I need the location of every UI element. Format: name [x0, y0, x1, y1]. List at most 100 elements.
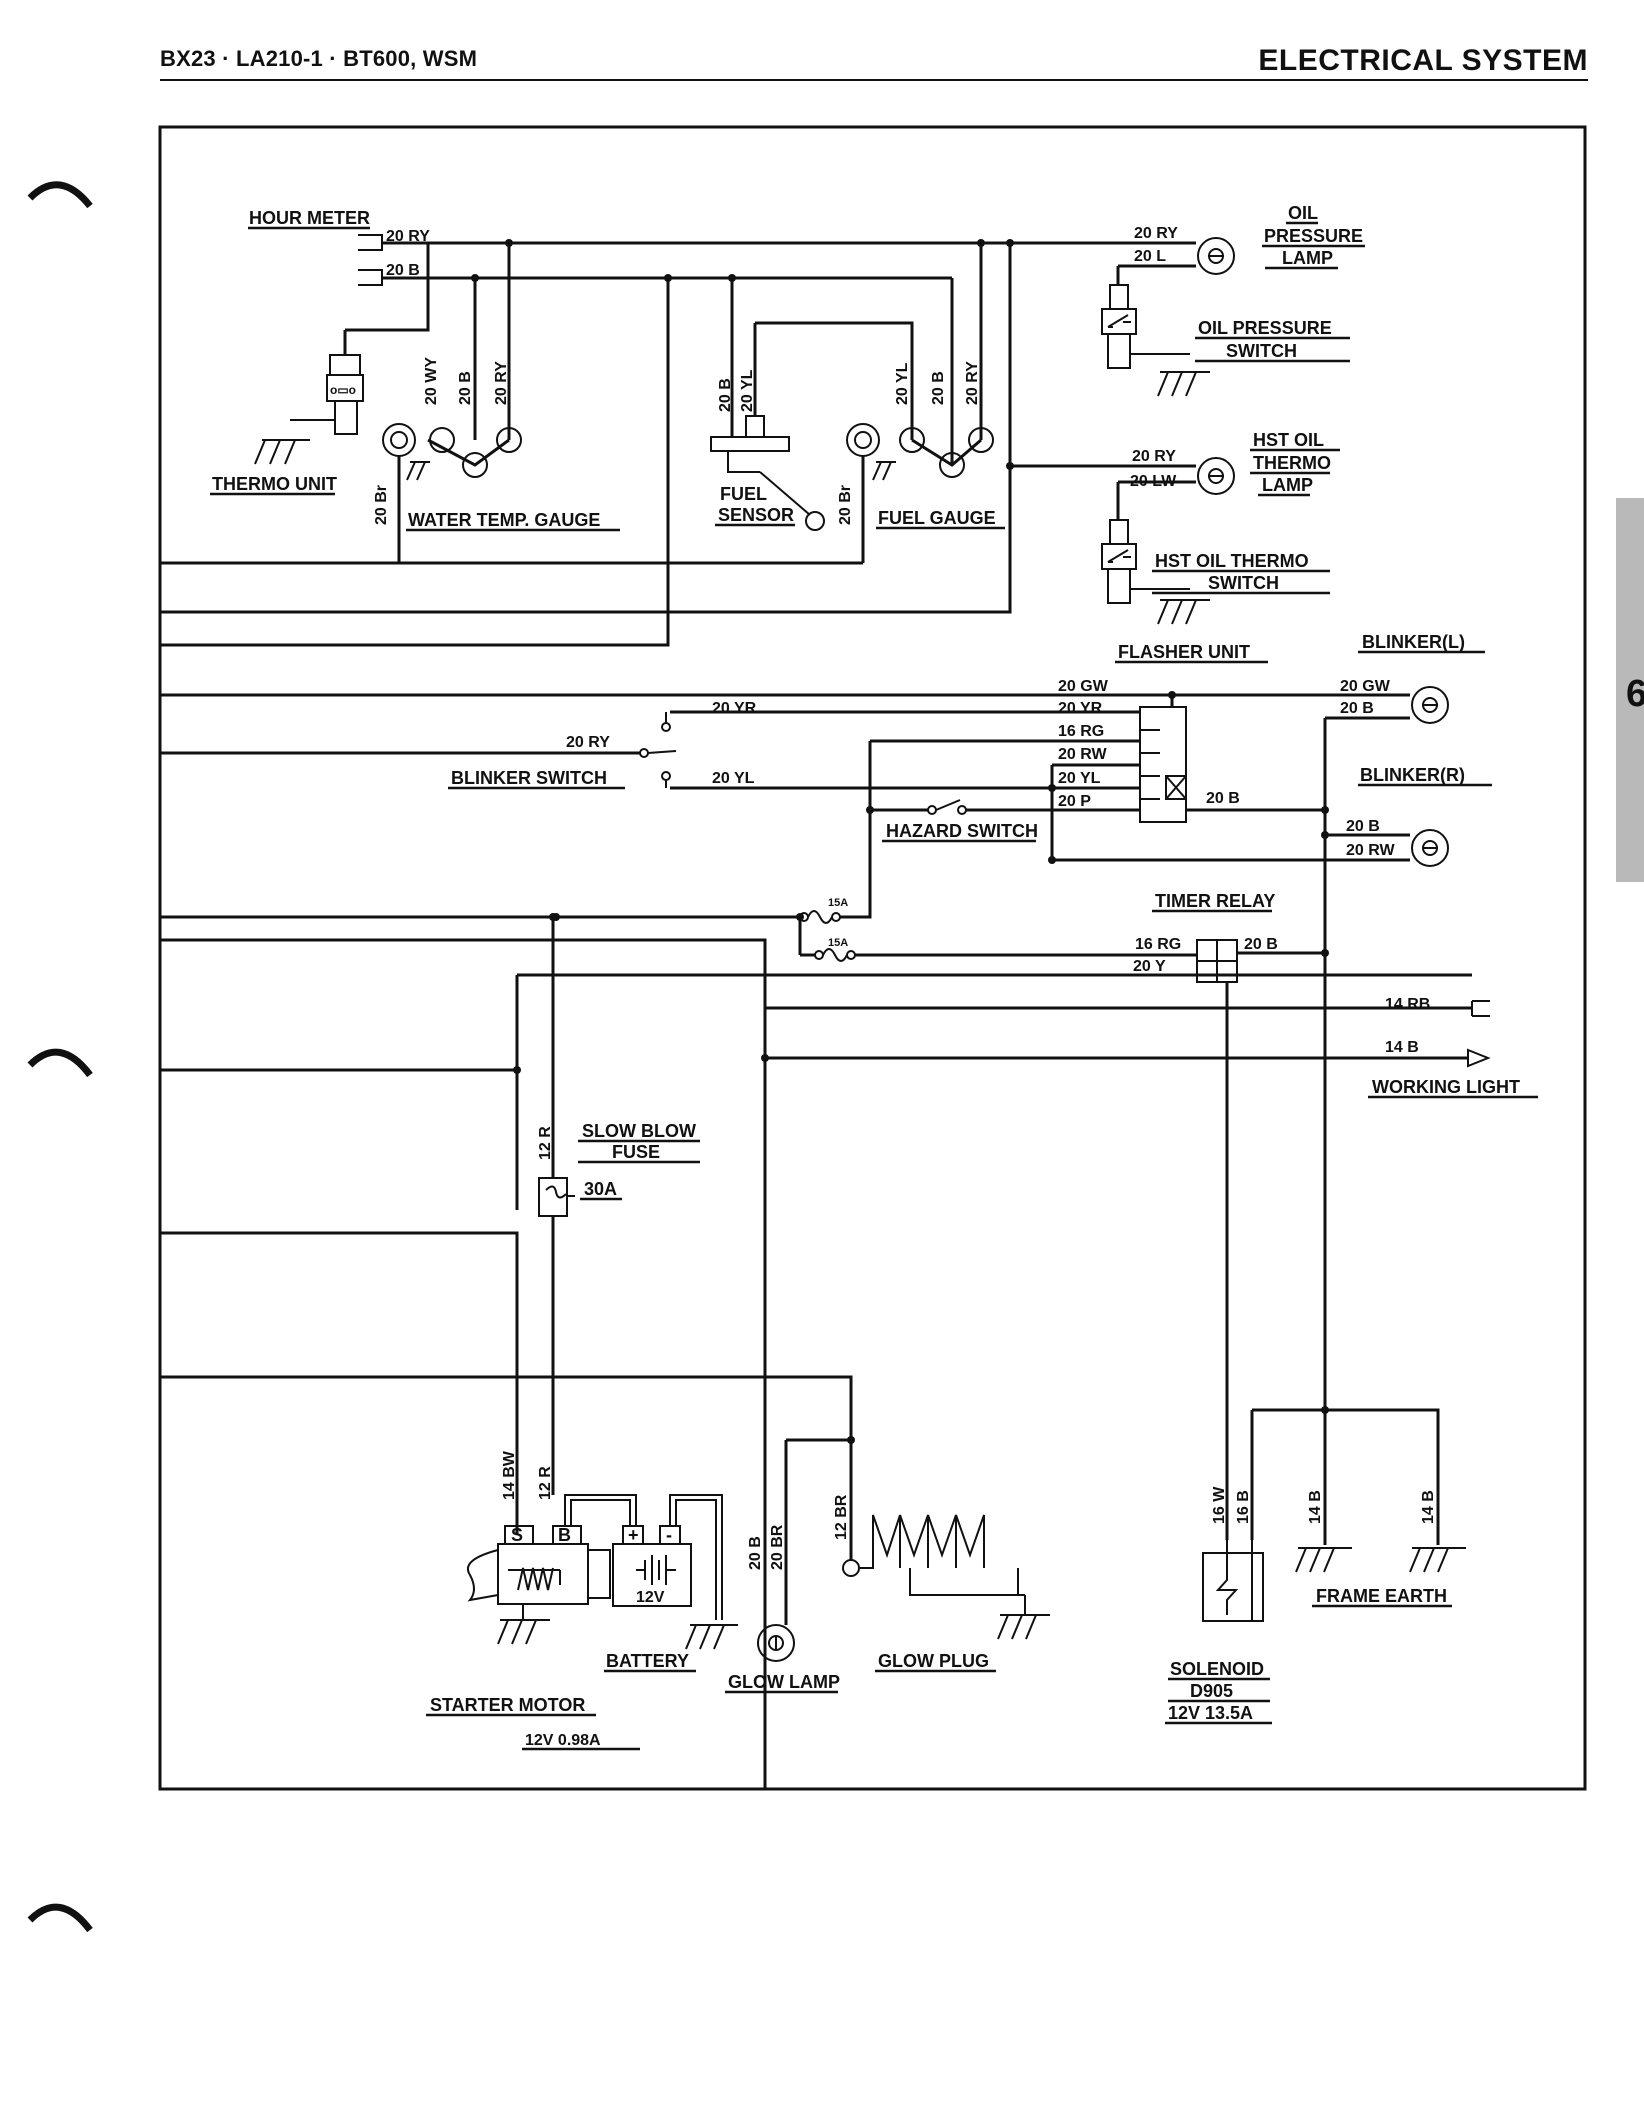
frame-earth: 14 B 14 B FRAME EARTH — [1252, 953, 1466, 1608]
header-rule — [160, 79, 1588, 81]
wire-label: 20 RY — [964, 361, 981, 405]
oil-pressure-lamp: 20 RY 20 L OIL PRESSURE LAMP — [1118, 203, 1365, 275]
solenoid: 16 W 16 B SOLENOID D905 12V 13.5A — [1165, 1410, 1272, 1725]
solenoid-label-2: D905 — [1190, 1681, 1233, 1701]
oil-lamp-label-2: PRESSURE — [1264, 226, 1363, 246]
oil-switch-label-1: OIL PRESSURE — [1198, 318, 1332, 338]
blinker-r-lamp: 20 B 20 RW — [1052, 818, 1449, 867]
hst-oil-thermo-lamp: 20 RY 20 LW HST OIL THERMO LAMP — [1010, 430, 1340, 497]
fuel-sensor-label-1: FUEL — [720, 484, 767, 504]
wire-label: 20 YL — [739, 369, 756, 412]
wire-label: 20 YL — [894, 362, 911, 405]
wire-label: 20 B — [1244, 936, 1278, 953]
wire-label: 16 B — [1235, 1490, 1252, 1524]
working-light-connector: 14 B WORKING LIGHT — [765, 1039, 1538, 1099]
wire-label: 20 RW — [1058, 746, 1108, 763]
slow-blow-label-2: FUSE — [612, 1142, 660, 1162]
wire-label: 16 W — [1211, 1486, 1228, 1524]
wire-label: 20 YL — [1058, 770, 1101, 787]
svg-text:o▭o: o▭o — [330, 383, 356, 397]
oil-lamp-label-3: LAMP — [1282, 248, 1333, 268]
hst-lamp-label-3: LAMP — [1262, 475, 1313, 495]
section-tab-number: 6 — [1626, 673, 1644, 715]
hst-lamp-label-1: HST OIL — [1253, 430, 1324, 450]
fuel-gauge: 20 Br 20 YL 20 B 20 RY FUEL GAUGE — [837, 243, 1005, 563]
battery-plus: + — [628, 1525, 639, 1545]
connector-14rb: 14 RB — [765, 996, 1490, 1017]
slow-blow-label-1: SLOW BLOW — [582, 1121, 696, 1141]
blinker-r-label: BLINKER(R) — [1360, 765, 1465, 785]
thermo-unit: o▭o THERMO UNIT — [210, 242, 430, 496]
starter-s-terminal: S — [511, 1525, 523, 1545]
hst-switch-label-1: HST OIL THERMO — [1155, 551, 1309, 571]
blinker-switch-label: BLINKER SWITCH — [451, 768, 607, 788]
wire-label: 20 RW — [1346, 842, 1396, 859]
working-light-label: WORKING LIGHT — [1372, 1077, 1520, 1097]
wire-label: 14 B — [1307, 1490, 1324, 1524]
solenoid-label-3: 12V 13.5A — [1168, 1703, 1253, 1723]
binder-hole-mark — [27, 181, 93, 209]
blinker-l-label: BLINKER(L) — [1362, 632, 1465, 652]
wire-label: 20 GW — [1340, 678, 1391, 695]
wire-label: 14 B — [1385, 1039, 1419, 1056]
wire-label: 14 B — [1420, 1490, 1437, 1524]
wire-label: 20 B — [1340, 700, 1374, 717]
fuel-sensor-label-2: SENSOR — [718, 505, 794, 525]
frame-earth-label: FRAME EARTH — [1316, 1586, 1447, 1606]
wire-label: 20 GW — [1058, 678, 1109, 695]
hst-lamp-label-2: THERMO — [1253, 453, 1331, 473]
wire-label: 20 RY — [386, 228, 430, 245]
battery: + - 12V BATTERY — [564, 1494, 738, 1673]
starter-motor: 14 BW 12 R S B STARTER MOTOR 12V 0.98A — [426, 1450, 640, 1751]
binder-hole-mark — [27, 1048, 93, 1078]
solenoid-label-1: SOLENOID — [1170, 1659, 1264, 1679]
flasher-unit: 16 RG 20 RW 20 YL 20 P 20 B — [1058, 706, 1240, 823]
wire-label: 20 Br — [837, 485, 854, 525]
wire-label: 20 YL — [712, 770, 755, 787]
fuel-gauge-label: FUEL GAUGE — [878, 508, 996, 528]
slow-blow-fuse: SLOW BLOW FUSE 12 R 30A — [537, 917, 700, 1495]
hst-oil-thermo-switch: HST OIL THERMO SWITCH — [1101, 482, 1330, 625]
battery-voltage: 12V — [636, 1589, 665, 1606]
wire-label: 20 L — [1134, 248, 1166, 265]
wire-label: 16 RG — [1058, 723, 1104, 740]
timer-relay: TIMER RELAY 16 RG 20 Y 20 B — [1120, 891, 1325, 1540]
fuse-30a-label: 30A — [584, 1179, 617, 1199]
wire-label: 12 R — [537, 1466, 554, 1500]
glow-plug-label: GLOW PLUG — [878, 1651, 989, 1671]
wire-label: 20 B — [930, 371, 947, 405]
fuse-15a-lower: 15A — [798, 917, 1197, 962]
water-temp-gauge-label: WATER TEMP. GAUGE — [408, 510, 600, 530]
wire-label: 20 RY — [1134, 225, 1178, 242]
wire-label: 20 Br — [373, 485, 390, 525]
wire-label: 20 RY — [566, 734, 610, 751]
wire-label: 20 B — [1346, 818, 1380, 835]
oil-switch-label-2: SWITCH — [1226, 341, 1297, 361]
starter-rating-label: 12V 0.98A — [525, 1732, 601, 1749]
wire-label: 20 RY — [493, 361, 510, 405]
wire-label: 20 P — [1058, 793, 1091, 810]
wire-label: 20 RY — [1132, 448, 1176, 465]
water-temp-gauge: 20 WY 20 B 20 RY 20 Br WATER TEMP. GAUGE — [373, 243, 620, 563]
starter-motor-label: STARTER MOTOR — [430, 1695, 585, 1715]
flasher-unit-label: FLASHER UNIT — [1118, 642, 1250, 662]
hazard-switch-label: HAZARD SWITCH — [886, 821, 1038, 841]
battery-label: BATTERY — [606, 1651, 689, 1671]
wire-label: 20 B — [747, 1536, 764, 1570]
diagram-frame — [158, 125, 1587, 1791]
wire-label: 20 B — [717, 378, 734, 412]
glow-lamp: 20 B 20 BR GLOW LAMP — [725, 1058, 851, 1694]
hst-switch-label-2: SWITCH — [1208, 573, 1279, 593]
blinker-l-lamp: 20 B — [1325, 686, 1449, 724]
battery-minus: - — [666, 1525, 672, 1545]
starter-b-terminal: B — [558, 1525, 571, 1545]
fuse-rating: 15A — [828, 897, 848, 909]
glow-plug: 12 BR GLOW PLUG — [833, 1494, 1050, 1673]
wire-label: 20 BR — [769, 1524, 786, 1570]
wire-label: 20 B — [1206, 790, 1240, 807]
header-section-title: ELECTRICAL SYSTEM — [1258, 44, 1588, 77]
wire-label: 14 RB — [1385, 996, 1430, 1013]
fuel-sensor: 20 B 20 YL FUEL SENSOR — [710, 278, 914, 531]
binder-hole-mark — [27, 1903, 93, 1933]
